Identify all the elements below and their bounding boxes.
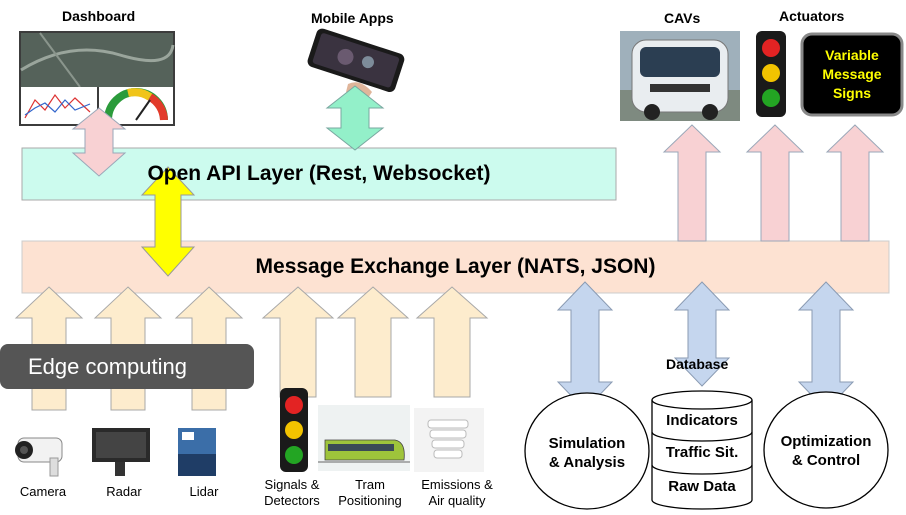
tram-image: [318, 405, 410, 471]
mobile-api-arrow: [325, 85, 385, 151]
lidar-label: Lidar: [189, 484, 219, 499]
signals-line1: Signals &: [264, 477, 320, 492]
optimization-line1: Optimization: [780, 433, 872, 450]
database-arrow: [673, 281, 731, 387]
actuators-label: Actuators: [779, 8, 845, 24]
tram-line1: Tram: [355, 477, 385, 492]
signal-light-image: [280, 388, 308, 472]
dashboard-image: [19, 31, 175, 126]
simulation-arrow: [556, 281, 614, 411]
dashboard-label: Dashboard: [62, 8, 136, 24]
optimization-arrow: [797, 281, 855, 411]
tram-label: Tram Positioning: [330, 477, 410, 509]
simulation-line1: Simulation: [548, 435, 626, 452]
simulation-line2: & Analysis: [548, 454, 626, 471]
vms-line3: Signs: [832, 85, 872, 101]
message-layer-label: Message Exchange Layer (NATS, JSON): [255, 255, 656, 278]
database-raw: Raw Data: [668, 478, 736, 495]
emissions-arrow: [415, 286, 489, 398]
database-indicators: Indicators: [666, 412, 738, 429]
emissions-line1: Emissions &: [421, 477, 493, 492]
traffic-light-arrow: [745, 124, 805, 242]
optimization-circle: [763, 391, 889, 509]
tram-line2: Positioning: [338, 493, 402, 508]
emissions-line2: Air quality: [428, 493, 486, 508]
vms-line1: Variable: [825, 47, 879, 63]
lidar-image: [178, 428, 216, 476]
mobile-apps-label: Mobile Apps: [311, 10, 394, 26]
simulation-label: Simulation & Analysis: [532, 434, 642, 472]
radar-label: Radar: [106, 484, 142, 499]
database-label: Database: [666, 356, 729, 372]
camera-label: Camera: [19, 484, 67, 499]
vms-line2: Message: [822, 66, 882, 82]
vms-text: Variable Message Signs: [802, 46, 902, 103]
signals-arrow: [261, 286, 335, 398]
database-traffic: Traffic Sit.: [665, 444, 739, 461]
signals-label: Signals & Detectors: [252, 477, 332, 509]
edge-computing-box: [0, 344, 254, 389]
api-layer-label: Open API Layer (Rest, Websocket): [147, 162, 491, 185]
air-quality-sensor-image: [414, 408, 484, 472]
dashboard-api-arrow: [71, 107, 127, 177]
optimization-line2: & Control: [791, 452, 861, 469]
tram-arrow: [336, 286, 410, 398]
optimization-label: Optimization & Control: [771, 432, 881, 470]
vms-arrow: [825, 124, 885, 242]
emissions-label: Emissions & Air quality: [412, 477, 502, 509]
variable-message-sign: [800, 32, 904, 117]
cavs-label: CAVs: [664, 10, 701, 26]
actuator-traffic-light: [756, 31, 786, 117]
camera-image: [15, 437, 63, 477]
cav-arrow: [662, 124, 722, 242]
cav-image: [620, 31, 740, 121]
simulation-circle: [524, 392, 650, 510]
database-cylinder: [651, 390, 753, 510]
radar-image: [92, 428, 150, 476]
edge-computing-label: Edge computing: [28, 353, 187, 379]
signals-line2: Detectors: [264, 493, 320, 508]
api-message-arrow: [140, 166, 196, 277]
